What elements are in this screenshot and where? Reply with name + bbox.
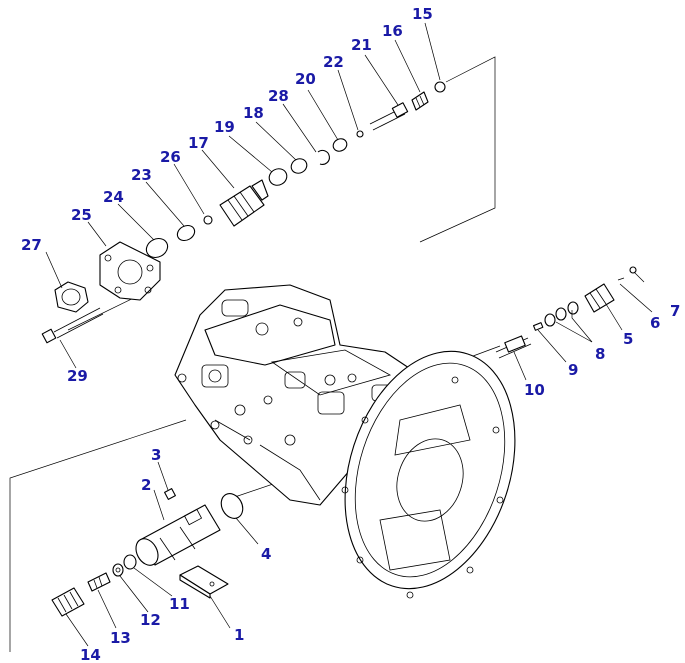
- pin-21: [369, 102, 409, 131]
- callout-20: 20: [295, 70, 316, 88]
- sleeve-2: [135, 504, 221, 566]
- callout-18: 18: [243, 104, 264, 122]
- callout-7: 7: [670, 302, 680, 320]
- callout-4: 4: [261, 545, 271, 563]
- plug-15: [434, 81, 446, 93]
- shaft-10: [495, 335, 532, 359]
- oring-4: [220, 493, 244, 519]
- callout-23: 23: [131, 166, 152, 184]
- callout-8: 8: [595, 345, 605, 363]
- orings-left: [145, 215, 213, 259]
- callout-17: 17: [188, 134, 209, 152]
- flywheel-housing: [341, 350, 516, 599]
- callout-24: 24: [103, 188, 124, 206]
- callout-28: 28: [268, 87, 289, 105]
- pin-3: [164, 488, 176, 500]
- callout-5: 5: [623, 330, 633, 348]
- spring-13: [87, 572, 111, 592]
- pump-body: [174, 284, 441, 506]
- bolt-29: [41, 307, 104, 344]
- callout-leaders: [45, 22, 653, 647]
- nut-27: [54, 281, 89, 313]
- callout-3: 3: [151, 446, 161, 464]
- callout-22: 22: [323, 53, 344, 71]
- spring-16: [411, 91, 429, 111]
- orings-mid: [268, 130, 364, 186]
- callout-26: 26: [160, 148, 181, 166]
- block-1: [179, 565, 229, 599]
- callout-25: 25: [71, 206, 92, 224]
- callout-19: 19: [214, 118, 235, 136]
- callout-16: 16: [382, 22, 403, 40]
- callout-29: 29: [67, 367, 88, 385]
- callout-13: 13: [110, 629, 131, 647]
- callout-15: 15: [412, 5, 433, 23]
- callout-1: 1: [234, 626, 244, 644]
- callout-6: 6: [650, 314, 660, 332]
- callout-labels: 1 2 3 4 5 6 7 8 9 10 11 12 13 14 15 16 1…: [21, 5, 680, 663]
- small-parts-right: [532, 266, 637, 331]
- callout-21: 21: [351, 36, 372, 54]
- callout-27: 27: [21, 236, 42, 254]
- callout-12: 12: [140, 611, 161, 629]
- seat-11-12: [112, 554, 137, 577]
- spring-14: [51, 587, 85, 617]
- spool-17: [219, 179, 269, 227]
- callout-9: 9: [568, 361, 578, 379]
- callout-2: 2: [141, 476, 151, 494]
- callout-11: 11: [169, 595, 190, 613]
- callout-14: 14: [80, 646, 101, 663]
- flange-25: [99, 241, 161, 301]
- callout-10: 10: [524, 381, 545, 399]
